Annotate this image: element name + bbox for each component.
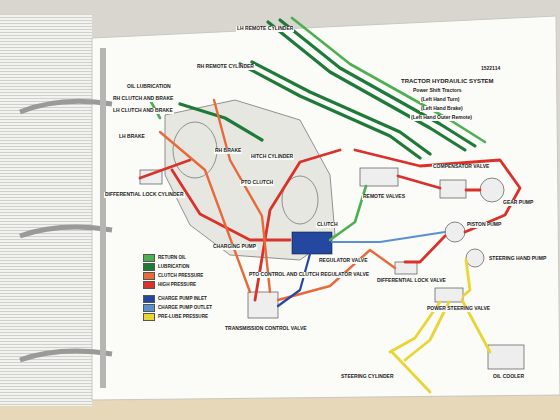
legend-swatch: [143, 272, 155, 280]
part-label: PISTON PUMP: [466, 222, 502, 228]
part-label: HITCH CYLINDER: [250, 154, 294, 160]
legend: RETURN OIL LUBRICATION CLUTCH PRESSURE HIGH…: [143, 253, 212, 321]
part-label: LH BRAKE: [118, 134, 146, 140]
binder-spine: [100, 48, 106, 388]
part-label: REGULATOR VALVE: [318, 258, 369, 264]
part-label: LH REMOTE CYLINDER: [236, 26, 294, 32]
part-label: TRANSMISSION CONTROL VALVE: [224, 326, 308, 332]
binder-rings: [20, 101, 112, 360]
part-label: COMPENSATOR VALVE: [432, 164, 490, 170]
legend-swatch: [143, 313, 155, 321]
part-label: PTO CONTROL AND CLUTCH REGULATOR VALVE: [248, 272, 370, 278]
transmission-housing: [165, 100, 335, 260]
legend-row: LUBRICATION: [143, 262, 212, 271]
part-label: RH BRAKE: [214, 148, 242, 154]
part-label: STEERING CYLINDER: [340, 374, 395, 380]
part-label: RH REMOTE CYLINDER: [196, 64, 255, 70]
legend-row: HIGH PRESSURE: [143, 280, 212, 289]
legend-text: CLUTCH PRESSURE: [158, 273, 203, 278]
legend-text: CHARGE PUMP OUTLET: [158, 305, 212, 310]
legend-text: CHARGE PUMP INLET: [158, 296, 207, 301]
hydraulic-lines: [140, 18, 520, 392]
legend-text: PRE-LUBE PRESSURE: [158, 314, 208, 319]
part-label: POWER STEERING VALVE: [426, 306, 491, 312]
legend-text: HIGH PRESSURE: [158, 282, 196, 287]
diagram-title: TRACTOR HYDRAULIC SYSTEM: [400, 78, 495, 84]
part-label: CHARGING PUMP: [212, 244, 257, 250]
part-label: DIFFERENTIAL LOCK VALVE: [376, 278, 447, 284]
legend-swatch: [143, 304, 155, 312]
diagram-sheet: [92, 16, 560, 400]
legend-swatch: [143, 263, 155, 271]
charge-pump-block: [292, 232, 332, 254]
legend-swatch: [143, 254, 155, 262]
part-label: (Left Hand Outer Remote): [410, 115, 473, 121]
legend-row: PRE-LUBE PRESSURE: [143, 312, 212, 321]
legend-text: RETURN OIL: [158, 255, 186, 260]
part-label: RH CLUTCH AND BRAKE: [112, 96, 174, 102]
part-label: REMOTE VALVES: [362, 194, 406, 200]
part-label: PTO CLUTCH: [240, 180, 274, 186]
part-label: (Left Hand Brake): [420, 106, 464, 112]
legend-row: CHARGE PUMP INLET: [143, 294, 212, 303]
legend-swatch: [143, 295, 155, 303]
page-stack: [0, 14, 92, 406]
legend-text: LUBRICATION: [158, 264, 189, 269]
part-label: OIL COOLER: [492, 374, 525, 380]
legend-row: CHARGE PUMP OUTLET: [143, 303, 212, 312]
part-label: 1522114: [480, 66, 501, 72]
part-label: Power Shift Tractors: [412, 88, 463, 94]
part-label: STEERING HAND PUMP: [488, 256, 547, 262]
part-label: LH CLUTCH AND BRAKE: [112, 108, 174, 114]
part-label: GEAR PUMP: [502, 200, 534, 206]
components: [140, 168, 524, 369]
legend-row: CLUTCH PRESSURE: [143, 271, 212, 280]
part-label: (Left Hand Turn): [420, 97, 461, 103]
legend-row: RETURN OIL: [143, 253, 212, 262]
part-label: OIL LUBRICATION: [126, 84, 172, 90]
legend-swatch: [143, 281, 155, 289]
part-label: CLUTCH: [316, 222, 339, 228]
part-label: DIFFERENTIAL LOCK CYLINDER: [104, 192, 185, 198]
